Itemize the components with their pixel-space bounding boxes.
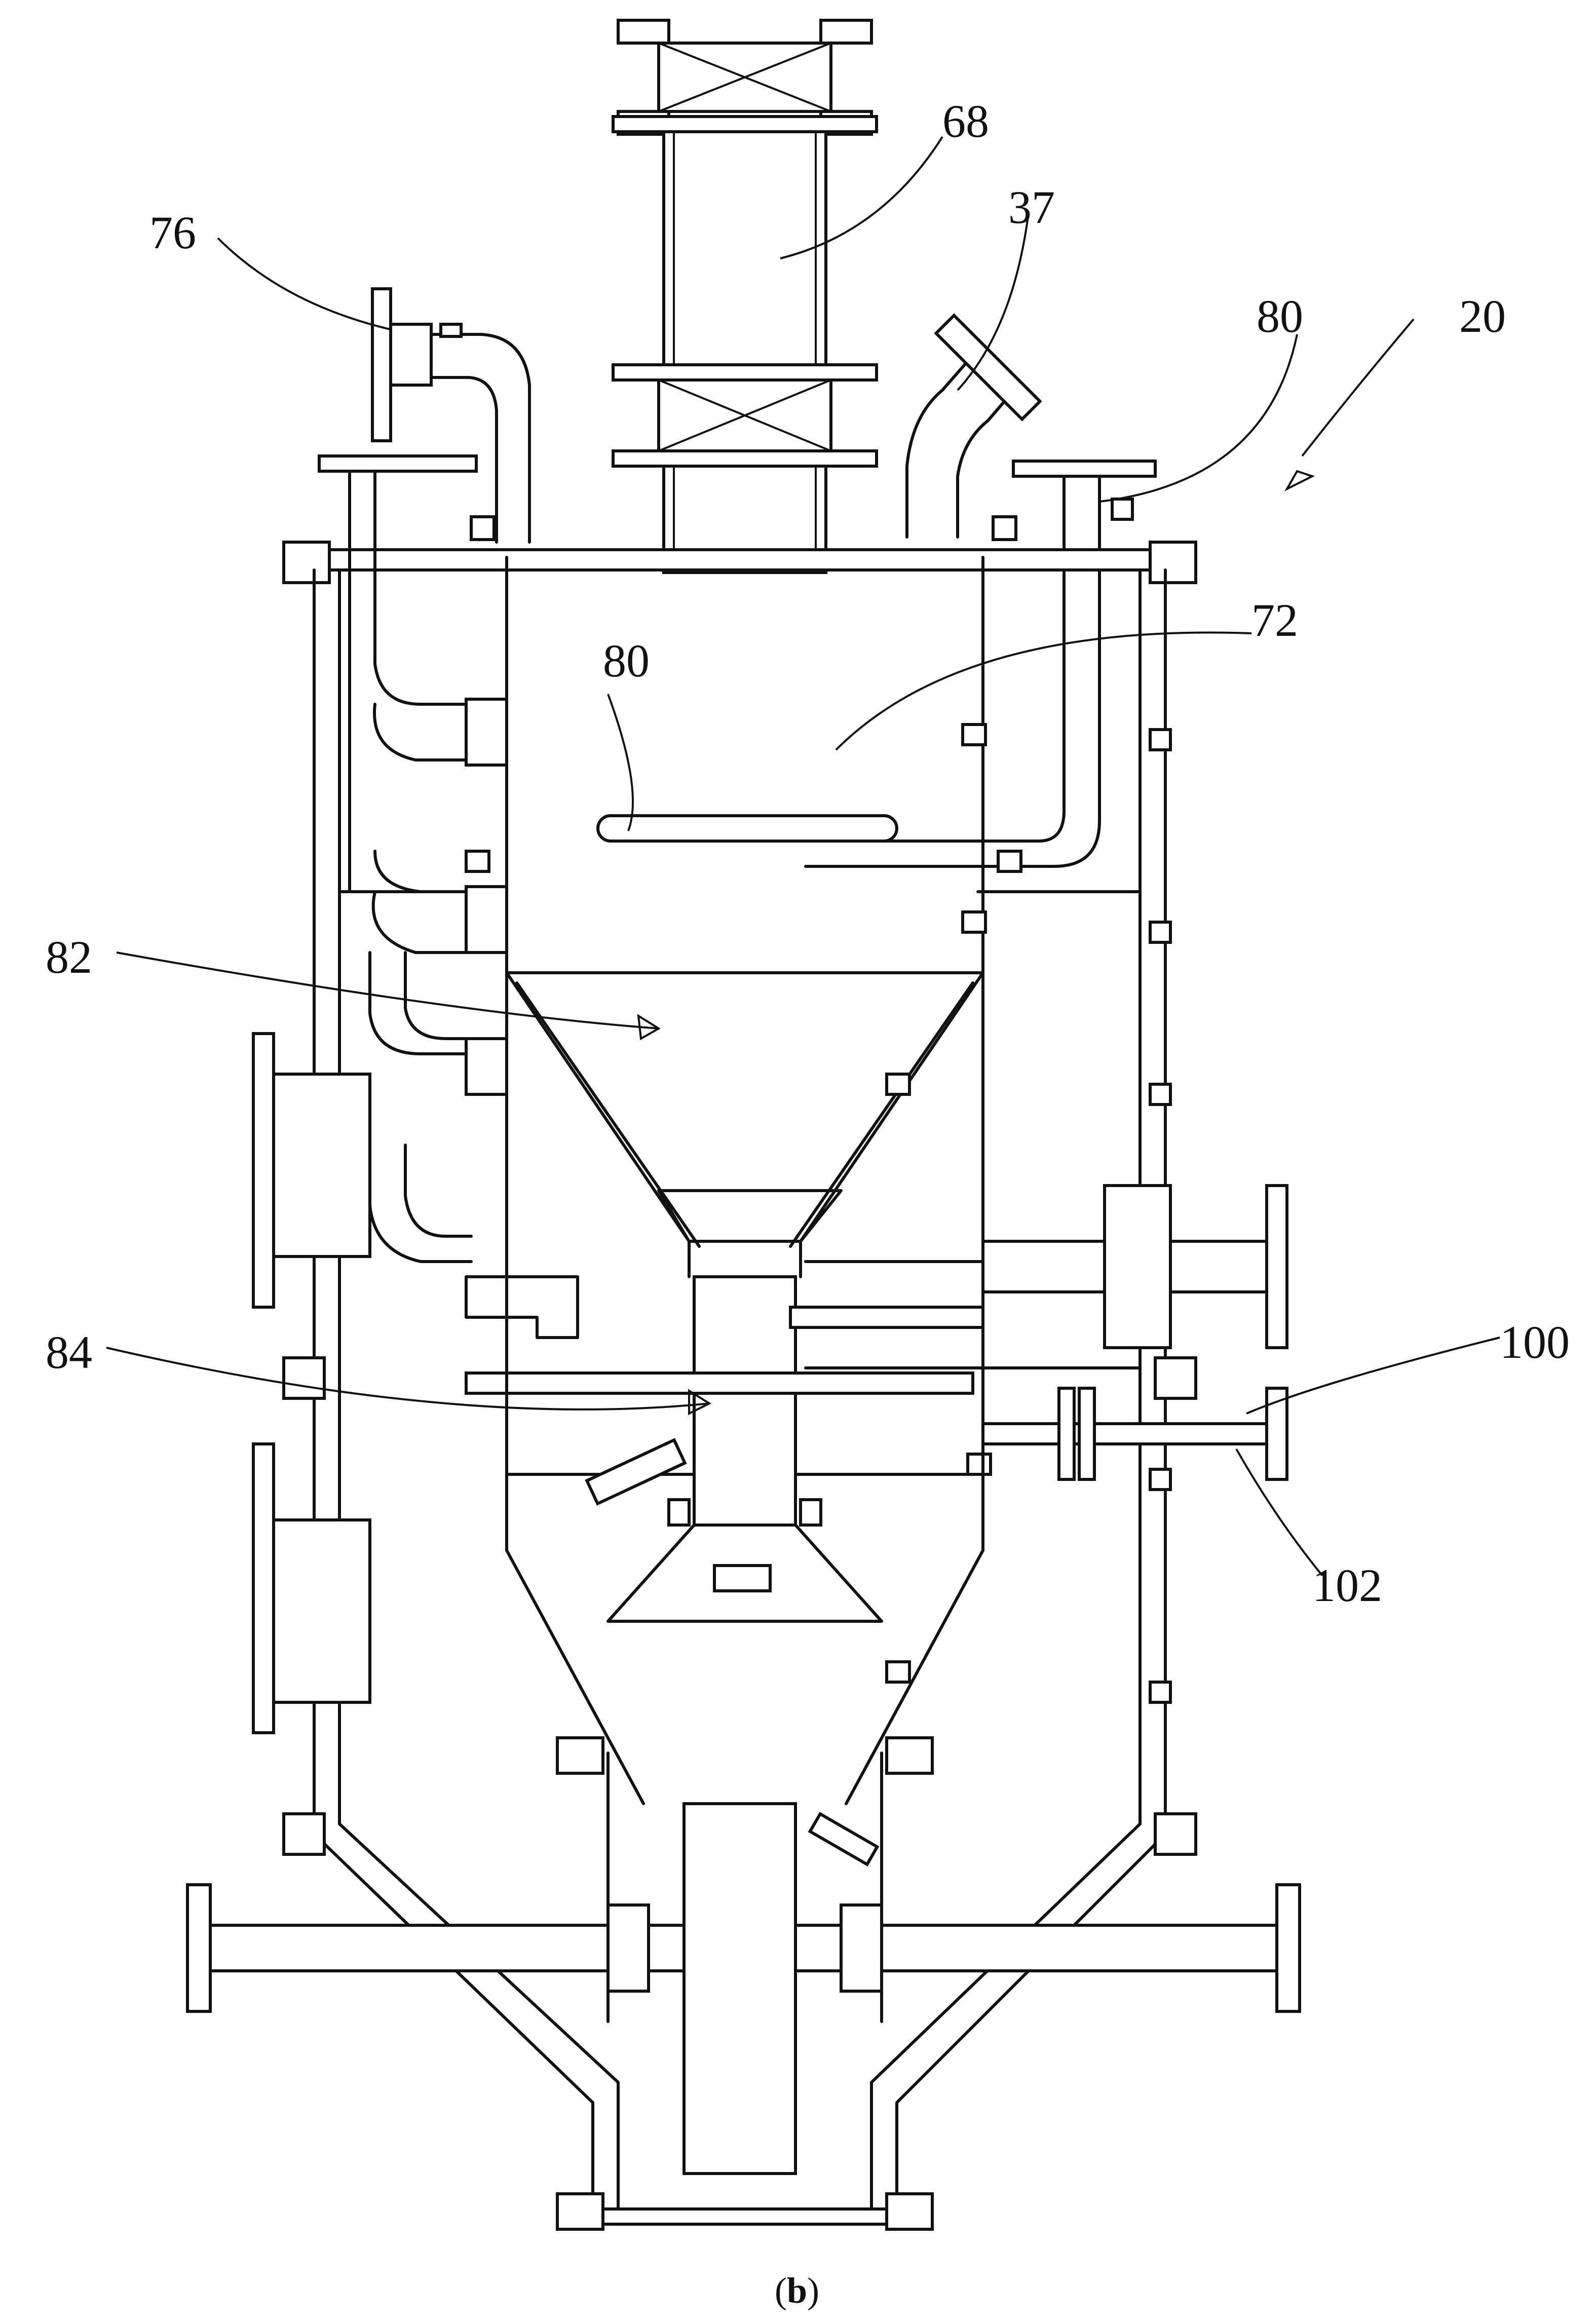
callout-80-top: 80	[1257, 290, 1303, 342]
callout-68: 68	[942, 95, 989, 147]
callout-84: 84	[46, 1326, 92, 1378]
callout-76: 76	[149, 207, 196, 258]
figure-caption: (b)	[775, 2270, 819, 2311]
callout-20: 20	[1459, 290, 1506, 342]
callout-labels: 76 68 37 80 20 80 72 82 84 100 102	[46, 95, 1570, 1611]
central-column-84	[465, 1275, 984, 1805]
callout-37: 37	[1008, 181, 1055, 233]
pipe-80-right	[804, 460, 1157, 868]
callout-80-inner: 80	[603, 635, 650, 687]
leader-lines	[106, 136, 1500, 1577]
left-pipes	[252, 454, 579, 1734]
right-pipes-100	[981, 1184, 1288, 1481]
callout-82: 82	[46, 931, 92, 983]
callout-100: 100	[1500, 1316, 1570, 1368]
bottom-pipe	[186, 1736, 1301, 2175]
callout-72: 72	[1251, 594, 1298, 646]
top-flange-stack	[612, 19, 878, 574]
callout-102: 102	[1312, 1559, 1382, 1611]
angled-pipe-37	[905, 313, 1042, 539]
elbow-pipe-76	[371, 287, 531, 544]
